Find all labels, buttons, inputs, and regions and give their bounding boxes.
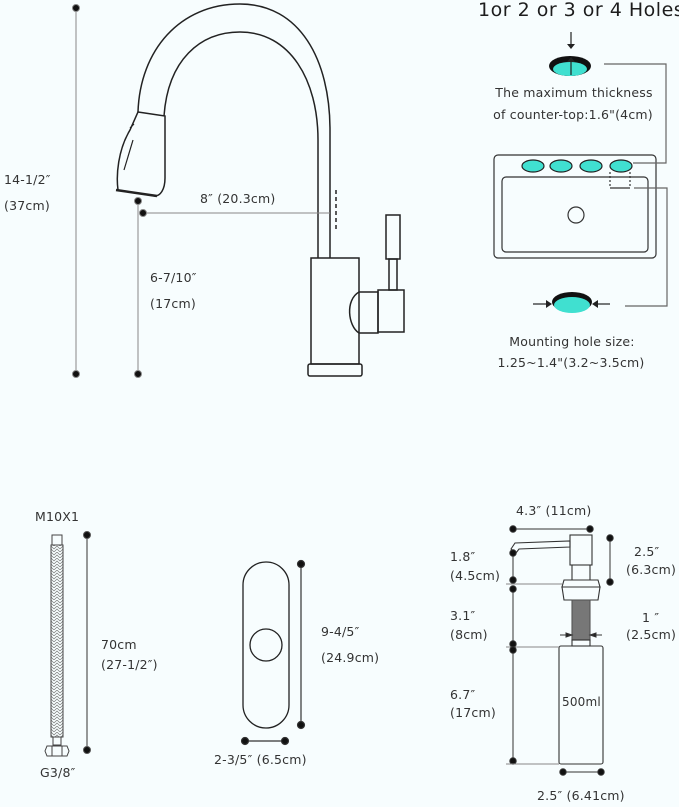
mounting-hole-size-line-2: 1.25~1.4"(3.2~3.5cm) — [497, 355, 645, 370]
deck-plate-height-imperial: 9-4/5″ — [321, 624, 360, 639]
sink-holes — [521, 159, 633, 173]
hose-length-line — [83, 531, 91, 754]
faucet-dimension-lines — [72, 4, 330, 378]
mounting-hole-size-line-1: Mounting hole size: — [509, 334, 635, 349]
soap-shank-length-metric: (8cm) — [450, 627, 488, 642]
soap-shank-diameter-metric: (2.5cm) — [626, 627, 677, 642]
faucet-drawing — [115, 3, 405, 377]
soap-dispenser-drawing — [510, 534, 604, 765]
hose-drawing — [44, 534, 70, 757]
deck-plate-height-metric: (24.9cm) — [321, 650, 380, 665]
deck-plate-dimension-lines — [240, 559, 306, 746]
hose-length-imperial: (27-1/2″) — [101, 657, 158, 672]
countertop-thickness-icon — [549, 32, 591, 76]
deck-plate-width: 2-3/5″ (6.5cm) — [214, 752, 307, 767]
soap-bottle-volume: 500ml — [562, 695, 601, 709]
holes-panel-title: 1or 2 or 3 or 4 Holes — [478, 0, 679, 21]
countertop-thickness-line-2: of counter-top:1.6"(4cm) — [493, 107, 653, 122]
soap-bottle-height-imperial: 6.7″ — [450, 687, 476, 702]
soap-width: 4.3″ (11cm) — [516, 503, 592, 518]
soap-bottle-width: 2.5″ (6.41cm) — [537, 788, 625, 803]
faucet-total-height-imperial: 14-1/2″ — [4, 172, 51, 187]
hose-top-thread: M10X1 — [35, 509, 80, 524]
hose-length-metric: 70cm — [101, 637, 137, 652]
faucet-spout-height-imperial: 6-7/10″ — [150, 270, 197, 285]
mounting-hole-size-icon — [533, 292, 610, 313]
hose-bottom-thread: G3/8″ — [40, 765, 76, 780]
soap-shank-diameter-imperial: 1 ″ — [642, 610, 660, 625]
faucet-spout-reach: 8″ (20.3cm) — [200, 191, 276, 206]
soap-pump-head-height-imperial: 1.8″ — [450, 549, 476, 564]
countertop-thickness-line-1: The maximum thickness — [495, 85, 653, 100]
deck-plate-drawing — [242, 561, 290, 729]
soap-head-total-height-imperial: 2.5″ — [634, 544, 660, 559]
soap-pump-head-height-metric: (4.5cm) — [450, 568, 501, 583]
soap-shank-length-imperial: 3.1″ — [450, 608, 476, 623]
sink-diagram — [493, 63, 668, 307]
soap-dispenser-dimension-lines — [506, 525, 614, 776]
faucet-spout-height-metric: (17cm) — [150, 296, 196, 311]
soap-bottle-height-metric: (17cm) — [450, 705, 496, 720]
soap-head-total-height-metric: (6.3cm) — [626, 562, 677, 577]
faucet-total-height-metric: (37cm) — [4, 198, 50, 213]
